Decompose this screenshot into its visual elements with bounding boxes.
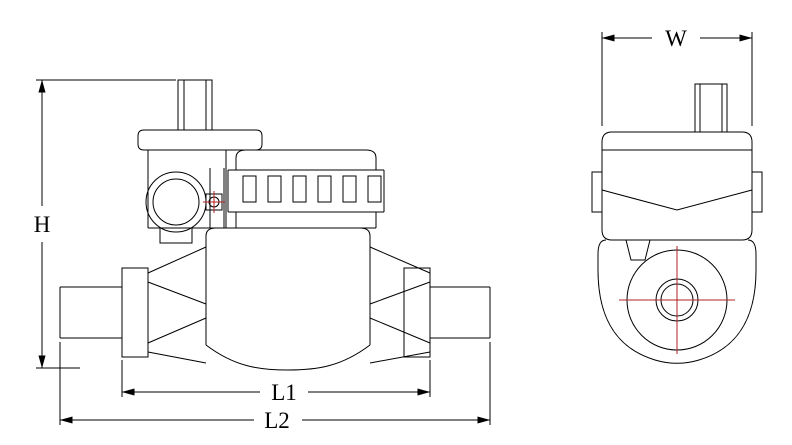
coupling-nut-right xyxy=(403,267,431,358)
dimension-h: H xyxy=(34,79,176,369)
pulse-unit-body xyxy=(147,150,227,229)
clamp-ring-inner xyxy=(152,178,200,226)
dimension-label-w: W xyxy=(665,26,687,51)
end-view xyxy=(591,83,763,364)
clamp-ring-outer xyxy=(145,171,207,233)
end-crosshair-centerlines xyxy=(619,246,735,354)
inlet-cone-left xyxy=(147,246,207,364)
side-view xyxy=(59,79,491,371)
register-lip xyxy=(235,212,377,229)
dimension-l1: L1 xyxy=(121,360,431,405)
dimension-label-h: H xyxy=(34,212,51,237)
register-lid xyxy=(235,149,377,170)
end-connector xyxy=(625,239,651,261)
end-top-box xyxy=(694,83,728,133)
dimension-label-l1: L1 xyxy=(271,380,297,405)
meter-body xyxy=(205,227,371,371)
mounting-bracket xyxy=(205,168,225,228)
dimension-label-l2: L2 xyxy=(264,408,290,433)
dimension-w-extension-lines xyxy=(601,32,753,126)
outlet-cone-right xyxy=(369,246,431,364)
pulse-unit-top-box xyxy=(177,79,213,131)
end-housing-tabs xyxy=(591,171,763,213)
pulse-unit-cap-plate xyxy=(137,129,263,151)
coupling-nut-left xyxy=(121,267,149,358)
register-ring-ribs xyxy=(242,175,382,203)
register-ring xyxy=(227,169,385,213)
dimension-l2: L2 xyxy=(59,342,491,433)
end-housing xyxy=(601,131,753,241)
dimension-l2-extension-lines xyxy=(59,342,491,425)
bracket-screw-centerline xyxy=(203,191,225,213)
end-lower-body xyxy=(597,239,757,364)
clamp-bolt-tab xyxy=(159,227,193,244)
pipe-right xyxy=(430,286,491,339)
dimension-w: W xyxy=(601,26,753,126)
pipe-left xyxy=(59,286,122,339)
